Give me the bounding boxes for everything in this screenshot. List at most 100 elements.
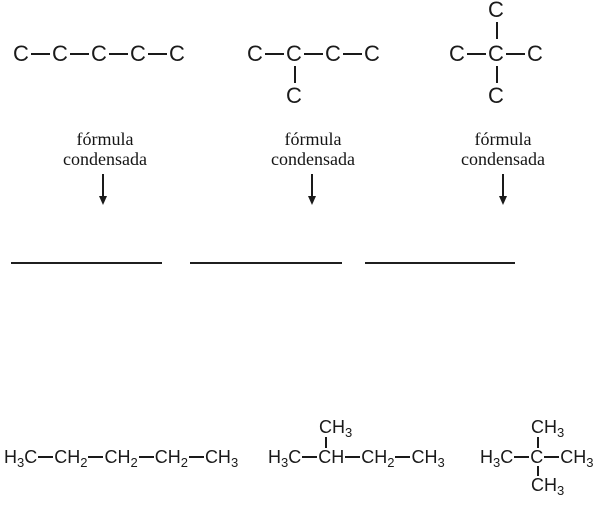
formula-subscript: 3 [17, 455, 25, 470]
formula-subscript: 3 [345, 425, 353, 440]
single-bond [265, 53, 284, 55]
formula-group: H3C [268, 446, 302, 470]
label-line: condensada [461, 149, 545, 169]
single-bond [148, 53, 167, 55]
formula-condensada-label: fórmula condensada [433, 129, 573, 169]
single-bond [514, 456, 530, 458]
single-bond-vertical [496, 22, 498, 39]
formula-subscript: 2 [130, 455, 138, 470]
single-bond-vertical [537, 466, 539, 476]
arrow-shaft [102, 174, 104, 196]
methyl-branch-bottom: CH3 [531, 474, 565, 498]
formula-subscript: 3 [586, 455, 594, 470]
formula-group: CH2 [155, 446, 188, 470]
single-bond [345, 456, 361, 458]
single-bond [31, 53, 50, 55]
single-bond [467, 53, 486, 55]
carbon-atom: C [488, 41, 504, 66]
formula-subscript: 2 [180, 455, 188, 470]
formula-condensada-label: fórmula condensada [35, 129, 175, 169]
formula-text: C [288, 447, 302, 467]
carbon-atom: C [13, 41, 29, 66]
formula-text: CH [361, 447, 388, 467]
formula-group: H3C [4, 446, 38, 470]
label-line: fórmula [76, 129, 134, 149]
carbon-atom: C [169, 41, 185, 66]
formula-text: C [500, 447, 514, 467]
condensed-formula-methylbutane: H3C CH CH2 CH3 [268, 446, 445, 470]
formula-text: CH [531, 475, 557, 495]
formula-text: CH [411, 447, 438, 467]
formula-text: CH [560, 447, 587, 467]
carbon-atom: C [527, 41, 543, 66]
formula-subscript: 2 [387, 455, 395, 470]
skeleton-structure-dimethylpropane: C C C C C [449, 0, 543, 107]
formula-text: CH [204, 447, 231, 467]
down-arrow-icon [306, 174, 318, 205]
carbon-atom: C [364, 41, 380, 66]
formula-condensada-label: fórmula condensada [243, 129, 383, 169]
single-bond-vertical [294, 66, 296, 83]
skeleton-structure-pentane: C C C C C [13, 41, 185, 67]
down-arrow-icon [97, 174, 109, 205]
formula-subscript: 3 [230, 455, 239, 470]
formula-text: H [268, 447, 281, 467]
formula-group: CH3 [319, 417, 353, 440]
formula-group: CH [318, 446, 344, 468]
single-bond-vertical [496, 66, 498, 83]
formula-subscript: 3 [557, 483, 565, 498]
methyl-branch-top: CH3 [531, 416, 565, 440]
single-bond [70, 53, 89, 55]
arrow-shaft [311, 174, 313, 196]
carbon-atom: C [286, 41, 302, 66]
formula-subscript: 3 [281, 455, 289, 470]
carbon-atom: C [52, 41, 68, 66]
single-bond [343, 53, 362, 55]
down-arrow-icon [497, 174, 509, 205]
carbon-atom: C [325, 41, 341, 66]
formula-group: C [530, 446, 543, 468]
branch-carbon-atom: C [488, 83, 504, 108]
answer-blank-line [365, 262, 515, 264]
arrow-head [499, 196, 507, 205]
label-line: condensada [271, 149, 355, 169]
single-bond [395, 456, 411, 458]
formula-text: CH [104, 447, 131, 467]
carbon-atom: C [91, 41, 107, 66]
formula-text: H [4, 447, 17, 467]
formula-text: CH [319, 417, 345, 437]
formula-group: H3C [480, 446, 514, 470]
formula-group: CH3 [531, 475, 565, 498]
skeleton-structure-methylbutane: C C C C C [247, 41, 380, 107]
single-bond [138, 456, 154, 458]
single-bond-vertical [537, 437, 539, 448]
formula-subscript: 3 [493, 455, 501, 470]
branch-carbon-atom: C [488, 0, 504, 22]
branch-carbon-atom: C [286, 83, 302, 108]
single-bond [304, 53, 323, 55]
arrow-head [99, 196, 107, 205]
formula-subscript: 2 [80, 455, 88, 470]
carbon-atom: C [449, 41, 465, 66]
formula-subscript: 3 [557, 425, 565, 440]
condensed-formula-dimethylpropane: H3C C CH3 [480, 446, 594, 470]
label-line: fórmula [474, 129, 532, 149]
single-bond [506, 53, 525, 55]
formula-text: CH [318, 447, 345, 467]
label-line: fórmula [284, 129, 342, 149]
carbon-atom: C [247, 41, 263, 66]
answer-blank-line [190, 262, 342, 264]
formula-text: C [24, 447, 38, 467]
single-bond [544, 456, 560, 458]
formula-subscript: 3 [437, 455, 445, 470]
label-line: condensada [63, 149, 147, 169]
formula-group: CH2 [54, 446, 88, 470]
single-bond [188, 456, 204, 458]
formula-group: CH3 [204, 446, 239, 470]
single-bond [88, 456, 104, 458]
single-bond-vertical [325, 437, 327, 448]
condensed-formula-pentane: H3C CH2 CH2 CH2 CH3 [4, 446, 239, 470]
formula-group: CH2 [361, 446, 395, 470]
formula-group: CH3 [560, 446, 594, 470]
formula-text: H [480, 447, 493, 467]
